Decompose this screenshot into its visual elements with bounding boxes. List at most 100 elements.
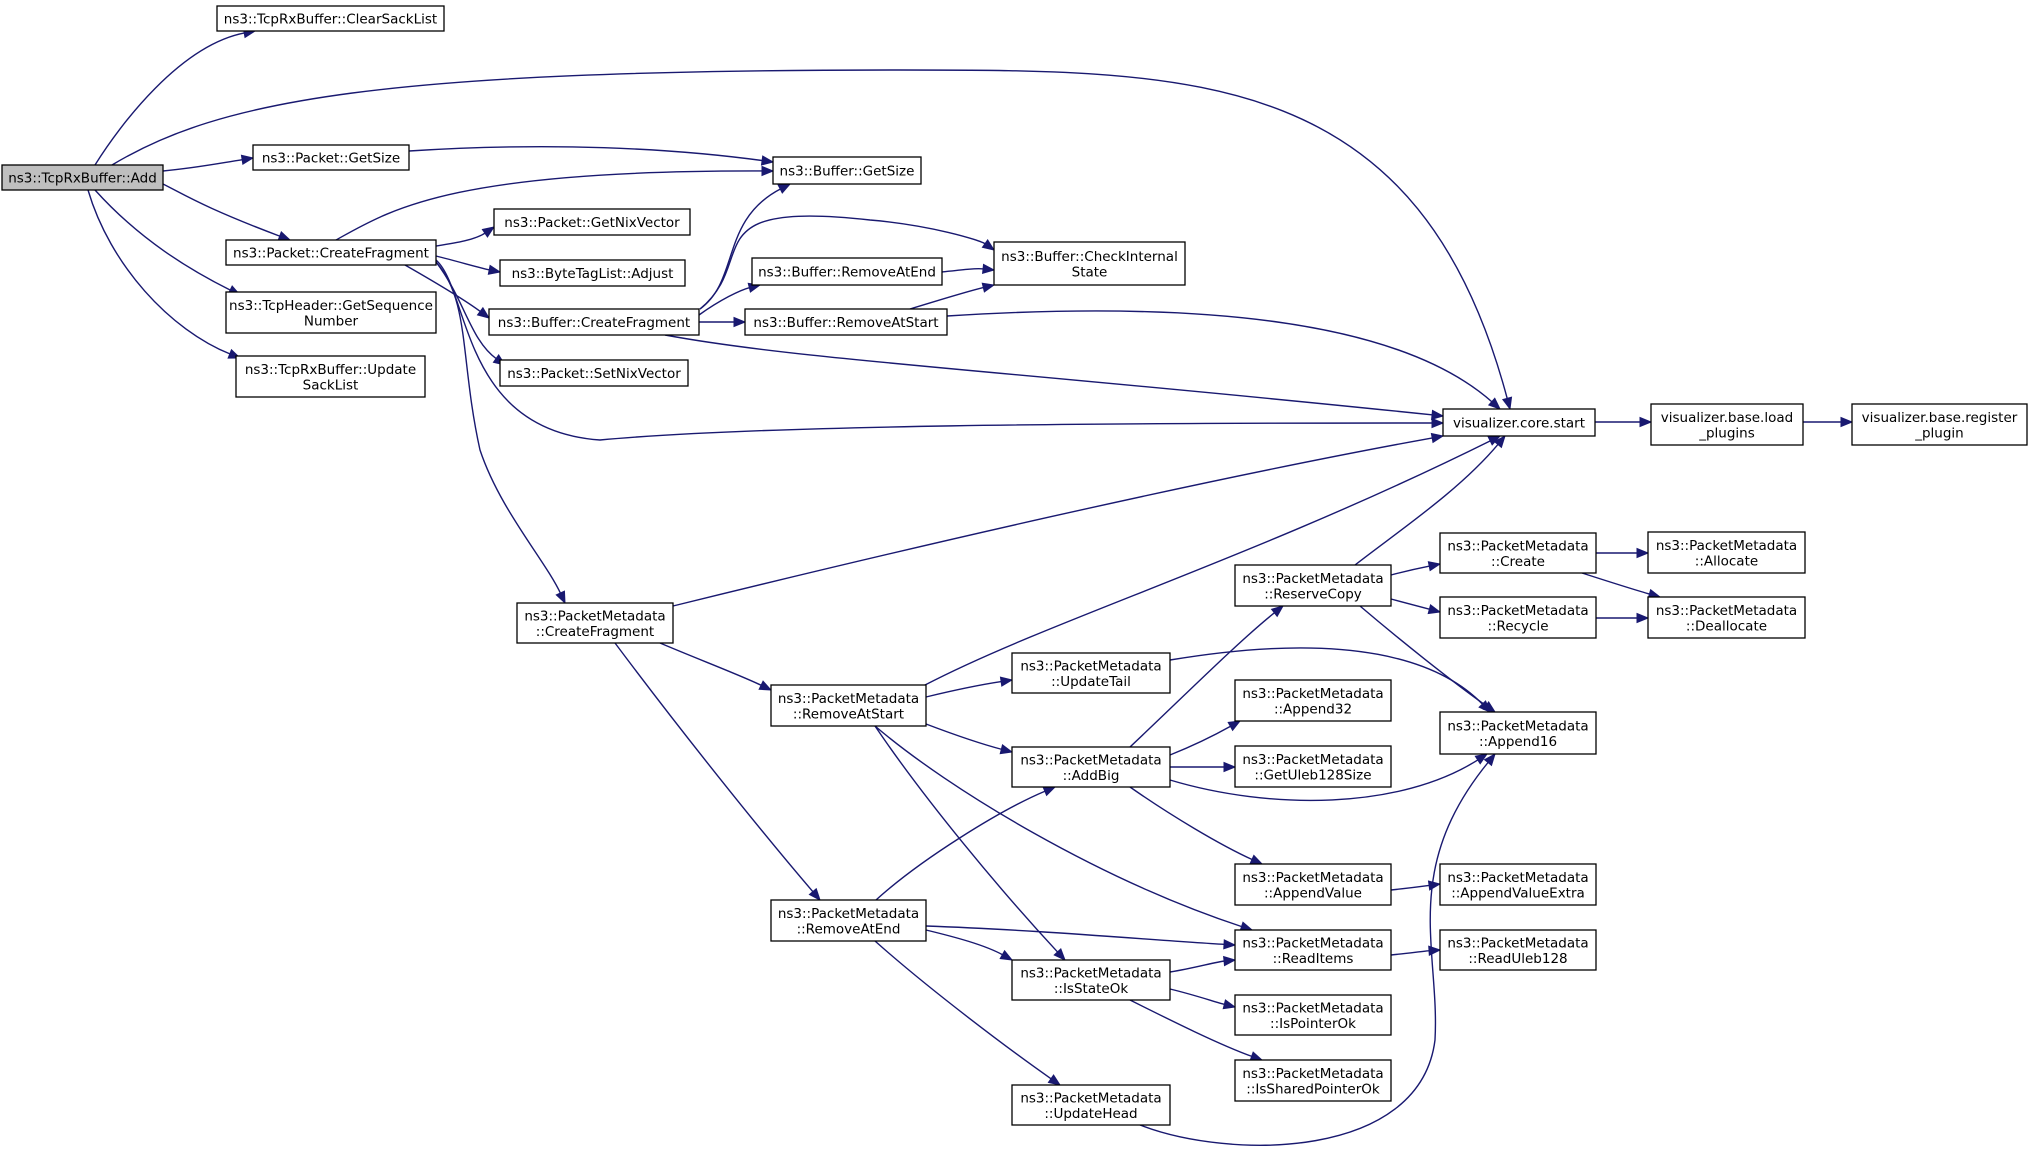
node-pm-append32[interactable]: ns3::PacketMetadata::Append32 xyxy=(1234,679,1392,722)
node-box[interactable] xyxy=(1011,1084,1171,1126)
node-box[interactable] xyxy=(772,156,922,185)
node-label: ns3::PacketMetadata xyxy=(1447,870,1588,886)
node-box[interactable] xyxy=(1647,596,1806,639)
edge-pm_addbig-to-pm_append16 xyxy=(1169,753,1489,802)
node-label: ::IsSharedPointerOk xyxy=(1246,1081,1380,1097)
node-buf-getsize[interactable]: ns3::Buffer::GetSize xyxy=(772,156,922,185)
node-pm-issharedptrok[interactable]: ns3::PacketMetadata::IsSharedPointerOk xyxy=(1234,1059,1392,1102)
node-box[interactable] xyxy=(1439,863,1597,906)
node-box[interactable] xyxy=(993,241,1186,286)
edge-line xyxy=(87,189,231,355)
node-vis-register-plugin[interactable]: visualizer.base.register_plugin xyxy=(1851,403,2028,446)
node-box[interactable] xyxy=(1851,403,2028,446)
node-pm-addbig[interactable]: ns3::PacketMetadata::AddBig xyxy=(1011,746,1171,788)
node-box[interactable] xyxy=(1647,531,1806,574)
edges-layer xyxy=(87,27,1854,1146)
node-pm-updatetail[interactable]: ns3::PacketMetadata::UpdateTail xyxy=(1011,652,1171,694)
node-label: ::UpdateHead xyxy=(1044,1106,1137,1122)
node-pm-getuleb[interactable]: ns3::PacketMetadata::GetUleb128Size xyxy=(1234,745,1392,788)
node-box[interactable] xyxy=(1011,746,1171,788)
node-getnix[interactable]: ns3::Packet::GetNixVector xyxy=(493,208,691,236)
node-box[interactable] xyxy=(499,359,689,387)
node-box[interactable] xyxy=(770,684,927,727)
node-box[interactable] xyxy=(499,259,686,287)
node-box[interactable] xyxy=(488,308,700,336)
node-label: ::ReadItems xyxy=(1273,951,1354,967)
node-pm-readuleb[interactable]: ns3::PacketMetadata::ReadUleb128 xyxy=(1439,929,1597,971)
node-buf-createfrag[interactable]: ns3::Buffer::CreateFragment xyxy=(488,308,700,336)
edge-pm_removeatstart-to-pm_addbig xyxy=(925,723,1014,755)
edge-line xyxy=(659,642,763,687)
node-box[interactable] xyxy=(1234,994,1392,1036)
node-box[interactable] xyxy=(1234,679,1392,722)
node-pm-deallocate[interactable]: ns3::PacketMetadata::Deallocate xyxy=(1647,596,1806,639)
arrow-head-icon xyxy=(777,183,792,194)
node-box[interactable] xyxy=(1,164,164,191)
node-pm-appendvalue[interactable]: ns3::PacketMetadata::AppendValue xyxy=(1234,863,1392,906)
node-box[interactable] xyxy=(252,144,410,171)
node-pm-ispointerok[interactable]: ns3::PacketMetadata::IsPointerOk xyxy=(1234,994,1392,1036)
node-clearsack[interactable]: ns3::TcpRxBuffer::ClearSackList xyxy=(216,5,445,32)
edge-pm_removeatstart-to-pm_updatetail xyxy=(925,676,1014,698)
node-box[interactable] xyxy=(1439,532,1597,574)
edge-pm_addbig-to-pm_reservecopy xyxy=(1129,605,1285,748)
node-label: ::Allocate xyxy=(1695,553,1758,569)
node-pm-removeatstart[interactable]: ns3::PacketMetadata::RemoveAtStart xyxy=(770,684,927,727)
edge-buf_removeatstart-to-buf_checkinternal xyxy=(909,282,996,310)
node-box[interactable] xyxy=(770,899,927,942)
node-pm-reservecopy[interactable]: ns3::PacketMetadata::ReserveCopy xyxy=(1234,564,1392,607)
node-pkt-getsize[interactable]: ns3::Packet::GetSize xyxy=(252,144,410,171)
node-pm-isstateok[interactable]: ns3::PacketMetadata::IsStateOk xyxy=(1011,959,1171,1001)
node-box[interactable] xyxy=(235,355,426,398)
arrow-head-icon xyxy=(1636,612,1650,624)
node-box[interactable] xyxy=(1234,564,1392,607)
node-vis-load-plugins[interactable]: visualizer.base.load_plugins xyxy=(1650,403,1804,446)
edge-buf_removeatend-to-buf_checkinternal xyxy=(941,263,996,275)
node-box[interactable] xyxy=(751,257,943,286)
node-label: ::AppendValueExtra xyxy=(1451,885,1585,901)
node-pm-recycle[interactable]: ns3::PacketMetadata::Recycle xyxy=(1439,596,1597,639)
arrow-head-icon xyxy=(1636,547,1650,559)
node-box[interactable] xyxy=(1439,596,1597,639)
node-box[interactable] xyxy=(1234,863,1392,906)
node-pm-append16[interactable]: ns3::PacketMetadata::Append16 xyxy=(1439,711,1597,755)
arrow-head-icon xyxy=(1427,603,1442,615)
node-vis-core-start[interactable]: visualizer.core.start xyxy=(1442,408,1596,437)
node-label: State xyxy=(1072,264,1108,280)
node-box[interactable] xyxy=(744,308,948,336)
node-buf-removeatstart[interactable]: ns3::Buffer::RemoveAtStart xyxy=(744,308,948,336)
node-label: ::AddBig xyxy=(1063,768,1120,784)
node-box[interactable] xyxy=(1442,408,1596,437)
node-box[interactable] xyxy=(1011,652,1171,694)
node-pm-allocate[interactable]: ns3::PacketMetadata::Allocate xyxy=(1647,531,1806,574)
node-pkt-createfrag[interactable]: ns3::Packet::CreateFragment xyxy=(225,239,437,266)
node-box[interactable] xyxy=(1234,1059,1392,1102)
node-add[interactable]: ns3::TcpRxBuffer::Add xyxy=(1,164,164,191)
node-pm-removeatend[interactable]: ns3::PacketMetadata::RemoveAtEnd xyxy=(770,899,927,942)
node-box[interactable] xyxy=(1234,745,1392,788)
node-btl-adjust[interactable]: ns3::ByteTagList::Adjust xyxy=(499,259,686,287)
node-box[interactable] xyxy=(1650,403,1804,446)
node-pm-appendvalueextra[interactable]: ns3::PacketMetadata::AppendValueExtra xyxy=(1439,863,1597,906)
node-pm-create[interactable]: ns3::PacketMetadata::Create xyxy=(1439,532,1597,574)
node-box[interactable] xyxy=(1234,929,1392,971)
node-box[interactable] xyxy=(1439,929,1597,971)
node-pm-createfrag[interactable]: ns3::PacketMetadata::CreateFragment xyxy=(516,602,674,644)
node-box[interactable] xyxy=(516,602,674,644)
edge-pm_updatehead-to-pm_append16 xyxy=(1139,752,1496,1146)
node-box[interactable] xyxy=(216,5,445,32)
node-box[interactable] xyxy=(225,291,437,334)
node-box[interactable] xyxy=(1439,711,1597,755)
node-box[interactable] xyxy=(493,208,691,236)
node-pm-updatehead[interactable]: ns3::PacketMetadata::UpdateHead xyxy=(1011,1084,1171,1126)
arrow-head-icon xyxy=(1474,753,1489,765)
node-setnix[interactable]: ns3::Packet::SetNixVector xyxy=(499,359,689,387)
node-pm-readitems[interactable]: ns3::PacketMetadata::ReadItems xyxy=(1234,929,1392,971)
node-box[interactable] xyxy=(1011,959,1171,1001)
node-box[interactable] xyxy=(225,239,437,266)
node-buf-removeatend[interactable]: ns3::Buffer::RemoveAtEnd xyxy=(751,257,943,286)
node-label: ::Append16 xyxy=(1479,734,1557,750)
